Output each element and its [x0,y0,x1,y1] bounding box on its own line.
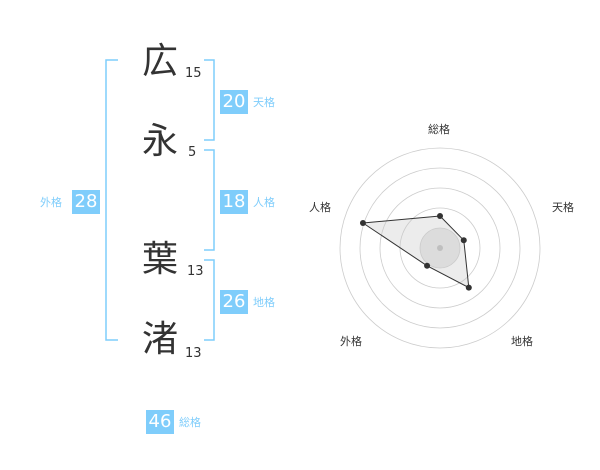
radar-label-soukaku: 総格 [428,123,450,136]
name-char-4: 渚 [142,319,179,360]
soukaku-label: 総格 [179,416,201,429]
tenkaku-bracket [204,59,215,141]
name-char-2: 永 [142,121,179,162]
radar-label-jinkaku: 人格 [309,201,331,214]
radar-point [460,237,467,244]
soukaku-value: 46 [146,410,174,434]
radar-grid-ring [359,167,521,329]
jinkaku-value: 18 [220,190,248,214]
radar-point [359,219,366,226]
chikaku-label: 地格 [253,296,275,309]
radar-point [424,262,431,269]
tenkaku-label: 天格 [253,96,275,109]
gaikaku-label: 外格 [40,196,62,209]
chikaku-bracket [204,259,215,341]
tenkaku-value: 20 [220,90,248,114]
name-char-4-strokes: 13 [185,346,202,361]
radar-label-tenkaku: 天格 [552,201,574,214]
radar-point [465,284,472,291]
radar-point [437,213,443,219]
radar-grid-ring [339,147,541,349]
name-char-2-strokes: 5 [188,145,197,160]
chikaku-value: 26 [220,290,248,314]
radar-center [437,245,443,251]
radar-label-chikaku: 地格 [511,335,533,348]
name-char-1-strokes: 15 [185,66,202,81]
jinkaku-label: 人格 [253,196,275,209]
radar-grid-ring [379,187,501,309]
gaikaku-value: 28 [72,190,100,214]
gaikaku-bracket [105,59,118,341]
name-char-3: 葉 [142,239,179,280]
name-char-1: 広 [142,41,179,82]
jinkaku-bracket [204,149,215,251]
name-char-3-strokes: 13 [187,264,204,279]
radar-label-gaikaku: 外格 [340,335,362,348]
radar-polygon [361,215,470,289]
